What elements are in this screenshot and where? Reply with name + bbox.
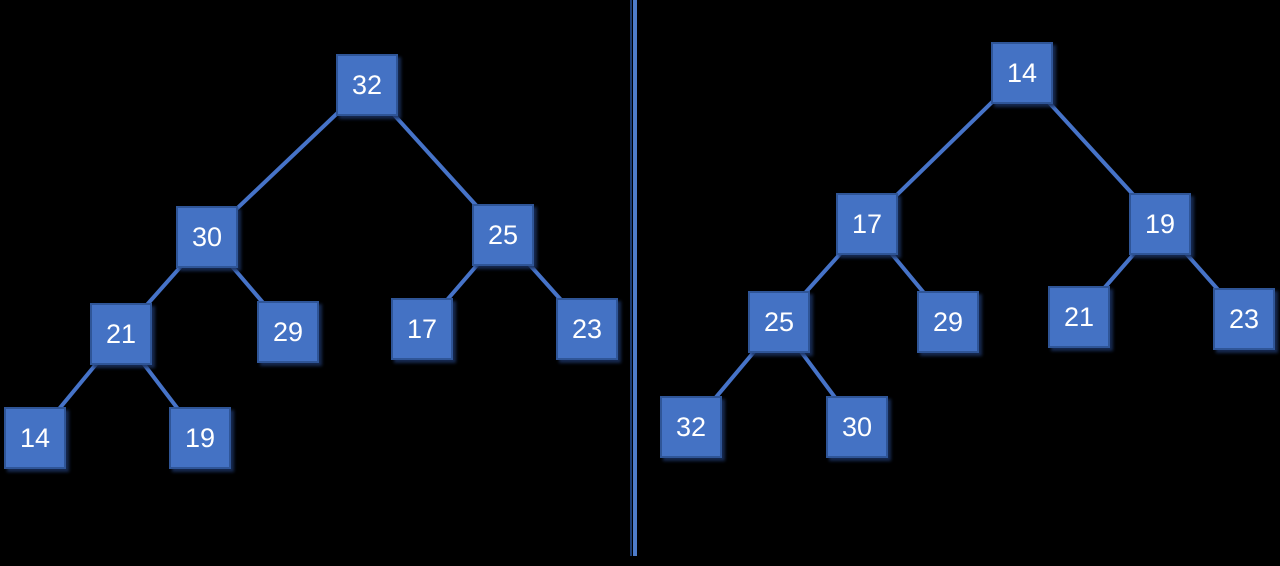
node-value: 19	[1144, 208, 1176, 239]
node-value: 19	[184, 422, 216, 453]
node-value: 32	[675, 411, 707, 442]
tree-node-right-32: 32	[660, 396, 722, 458]
tree-node-left-19: 19	[169, 407, 231, 469]
tree-node-right-23: 23	[1213, 288, 1275, 350]
node-value: 17	[851, 208, 883, 239]
tree-node-left-17: 17	[391, 298, 453, 360]
node-value: 30	[841, 411, 873, 442]
tree-node-left-30: 30	[176, 206, 238, 268]
node-value: 29	[932, 306, 964, 337]
node-value: 25	[763, 306, 795, 337]
tree-node-right-29: 29	[917, 291, 979, 353]
node-value: 29	[272, 316, 304, 347]
tree-node-right-25: 25	[748, 291, 810, 353]
divider-line	[630, 0, 637, 556]
tree-node-left-32: 32	[336, 54, 398, 116]
tree-node-right-14: 14	[991, 42, 1053, 104]
node-value: 30	[191, 221, 223, 252]
node-value: 21	[105, 318, 137, 349]
node-value: 23	[1228, 303, 1260, 334]
tree-node-right-19: 19	[1129, 193, 1191, 255]
node-value: 14	[1006, 57, 1038, 88]
tree-node-left-25: 25	[472, 204, 534, 266]
node-value: 14	[19, 422, 51, 453]
tree-node-left-23: 23	[556, 298, 618, 360]
node-value: 21	[1063, 301, 1095, 332]
node-value: 25	[487, 219, 519, 250]
tree-node-left-29: 29	[257, 301, 319, 363]
tree-node-left-21: 21	[90, 303, 152, 365]
node-value: 23	[571, 313, 603, 344]
tree-node-right-30: 30	[826, 396, 888, 458]
node-value: 17	[406, 313, 438, 344]
tree-node-right-17: 17	[836, 193, 898, 255]
tree-node-left-14: 14	[4, 407, 66, 469]
node-value: 32	[351, 69, 383, 100]
tree-node-right-21: 21	[1048, 286, 1110, 348]
